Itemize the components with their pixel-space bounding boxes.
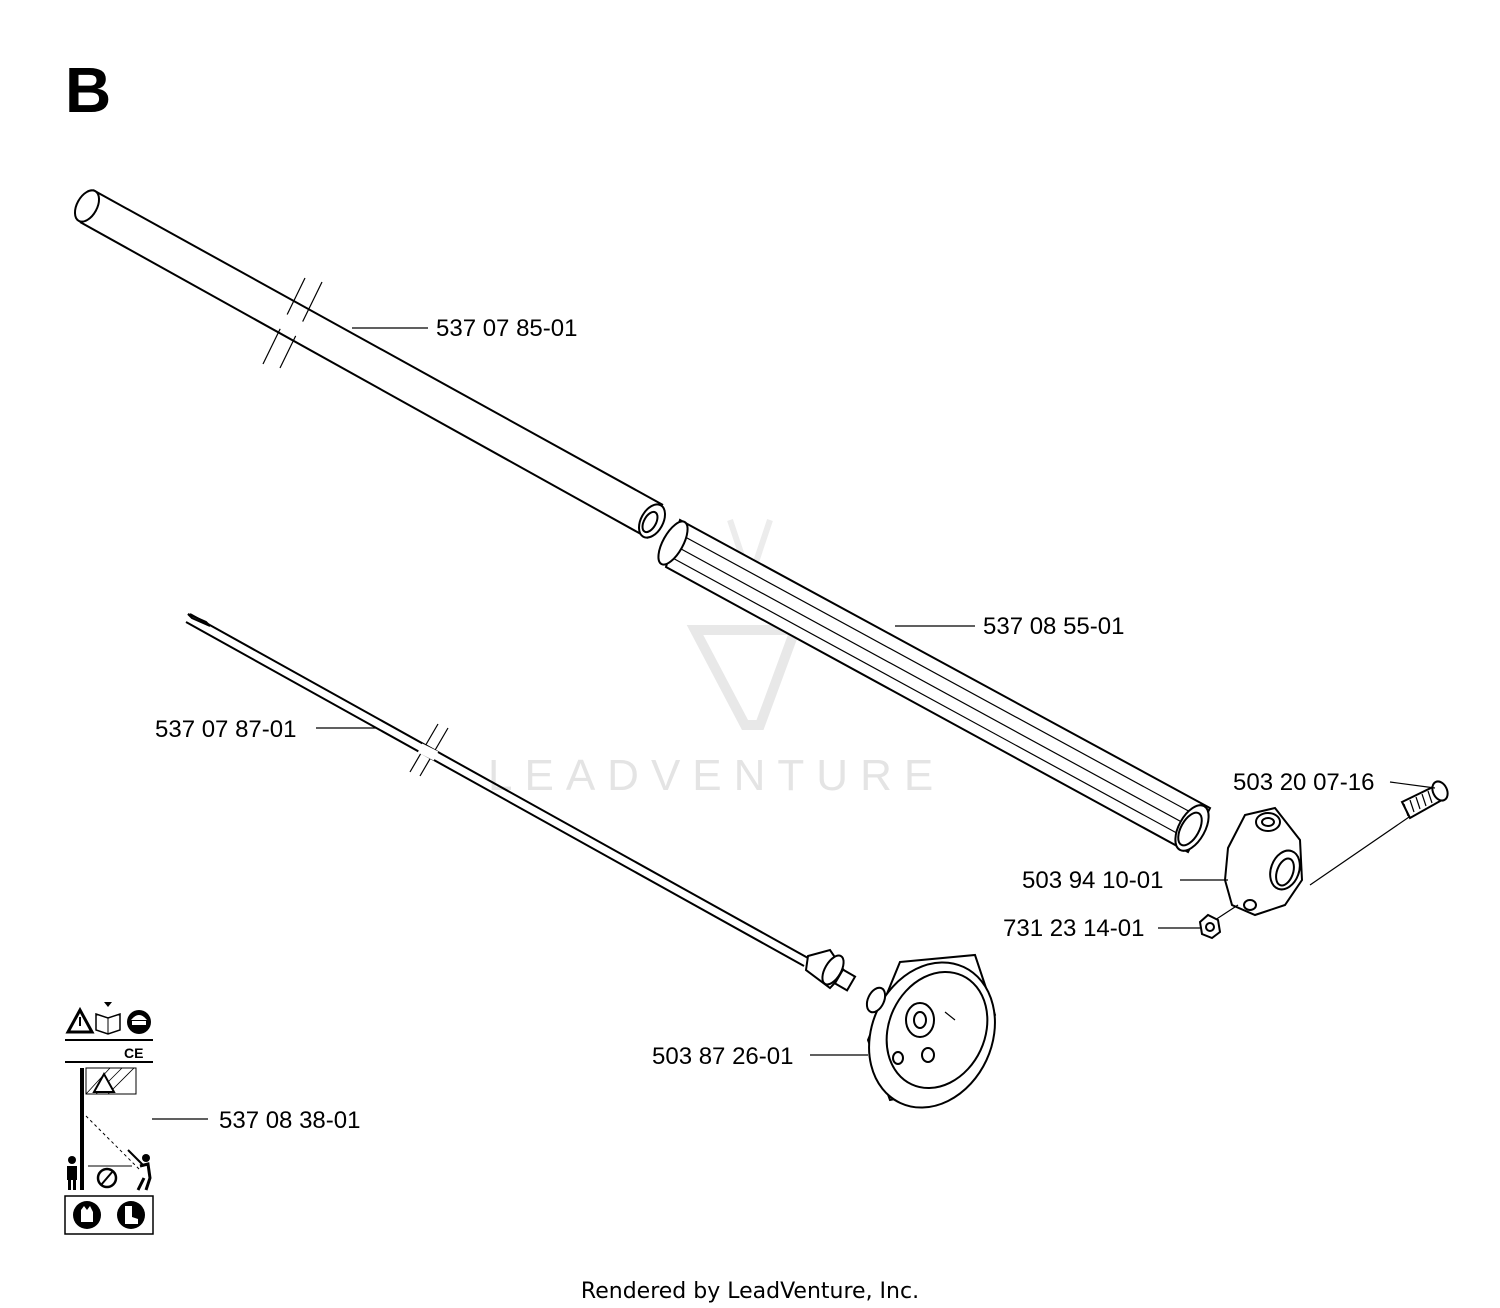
drive-shaft-537-07-87-01[interactable] [185, 613, 857, 992]
clamp-503-94-10-01[interactable] [1223, 806, 1305, 917]
no-children-icon [96, 1167, 118, 1189]
drive-tube-537-07-85-01[interactable] [70, 186, 670, 542]
warning-triangle-icon [65, 1006, 95, 1034]
operator-pruning-icon [127, 1149, 152, 1191]
leader-line [1389, 781, 1436, 789]
bystander-person-icon [67, 1156, 77, 1190]
part-label-drive-tube[interactable]: 537 07 85-01 [436, 315, 577, 342]
part-label-protective-tube[interactable]: 537 08 55-01 [983, 613, 1124, 640]
part-label-clamp[interactable]: 503 94 10-01 [1022, 867, 1163, 894]
power-line-warning-icon [80, 1067, 141, 1190]
part-label-drive-shaft[interactable]: 537 07 87-01 [155, 716, 296, 743]
footer-credit: Rendered by LeadVenture, Inc. [581, 1279, 919, 1304]
boots-icon [117, 1201, 145, 1229]
section-letter: B [65, 54, 111, 126]
gloves-icon [73, 1201, 101, 1229]
clutch-drum-503-87-26-01[interactable] [846, 942, 1018, 1129]
leadventure-watermark: LEADVENTURE [488, 519, 945, 800]
warning-decal-537-08-38-01[interactable]: CE [64, 1002, 154, 1235]
part-label-screw[interactable]: 503 20 07-16 [1233, 769, 1374, 796]
ear-eye-protection-icon [127, 1010, 151, 1034]
manual-book-icon [95, 1002, 121, 1035]
nut-731-23-14-01[interactable] [1198, 904, 1239, 940]
part-label-clutch-drum[interactable]: 503 87 26-01 [652, 1043, 793, 1070]
part-label-nut[interactable]: 731 23 14-01 [1003, 915, 1144, 942]
watermark-text: LEADVENTURE [488, 751, 945, 800]
protective-tube-537-08-55-01[interactable] [653, 517, 1216, 856]
ce-mark: CE [124, 1045, 143, 1061]
screw-503-20-07-16[interactable] [1309, 779, 1451, 886]
part-label-decal[interactable]: 537 08 38-01 [219, 1107, 360, 1134]
